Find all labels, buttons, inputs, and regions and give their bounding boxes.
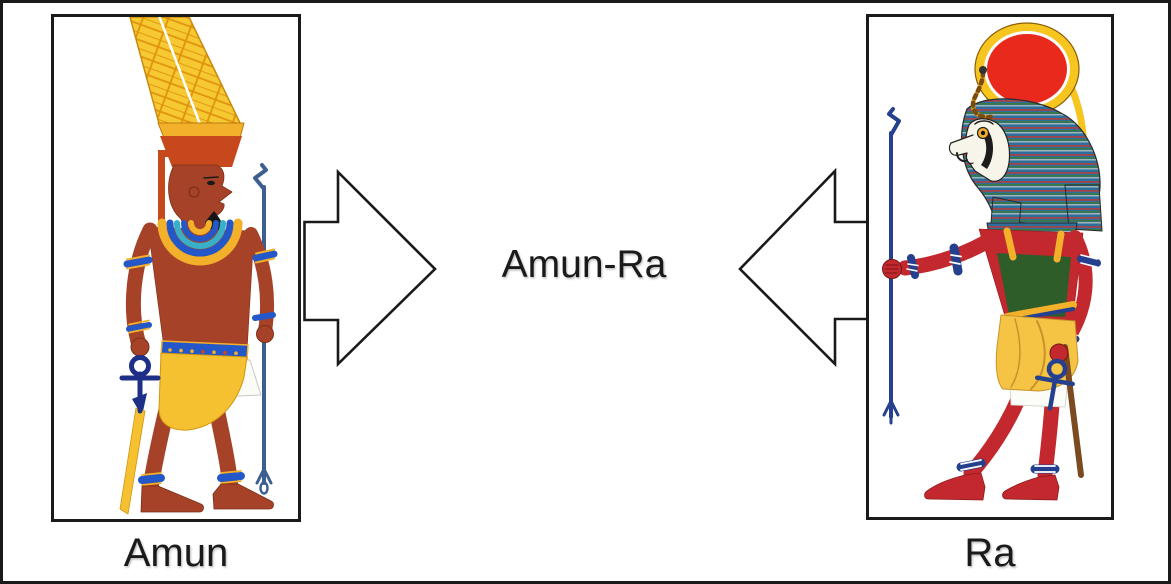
amun-plume-crown [129, 17, 245, 247]
ra-illustration [882, 22, 1103, 501]
ankh-icon [1034, 358, 1075, 411]
falcon-head [948, 118, 1011, 182]
ra-image-box [866, 14, 1114, 520]
arrow-right-icon [303, 168, 437, 368]
arrows-layer [303, 167, 871, 368]
amun-illustration [119, 17, 278, 515]
arrow-left-icon [738, 167, 871, 368]
merged-god-label: Amun-Ra [501, 243, 667, 286]
sun-disk [974, 22, 1080, 116]
uraeus-cobra-icon [970, 66, 994, 120]
ra-label: Ra [964, 531, 1016, 575]
amun-image-box [51, 14, 301, 522]
ankh-icon [119, 355, 161, 414]
amun-collar [157, 218, 243, 266]
amun-label: Amun [123, 531, 229, 575]
